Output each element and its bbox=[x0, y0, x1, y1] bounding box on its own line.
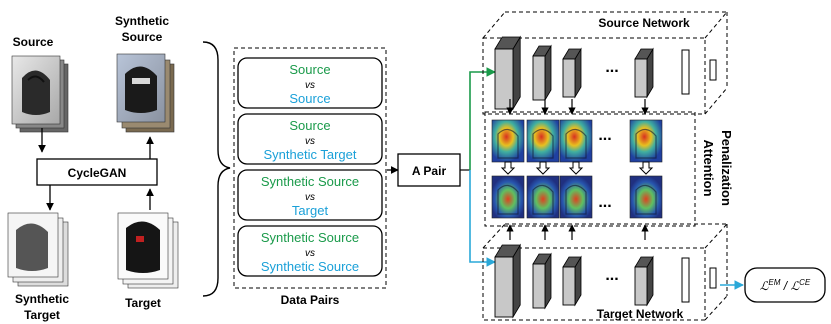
attention-map-target-3 bbox=[559, 175, 593, 219]
source-conv-layer-3 bbox=[562, 47, 582, 99]
attention-ellipsis-bottom: ... bbox=[598, 194, 611, 211]
pair-2-bottom: Synthetic Target bbox=[264, 147, 357, 162]
pair-1-vs: vs bbox=[305, 80, 315, 91]
target-network-box bbox=[482, 223, 728, 321]
data-pairs-caption: Data Pairs bbox=[281, 293, 340, 307]
pair-1-bottom: Source bbox=[289, 91, 330, 106]
attention-map-source-2 bbox=[526, 119, 560, 163]
source-output-layer bbox=[709, 59, 717, 81]
synthetic-source-image-stack bbox=[116, 53, 175, 133]
hollow-down-arrow-4 bbox=[638, 161, 654, 175]
pair-4-bottom: Synthetic Source bbox=[261, 259, 359, 274]
cyan-route-to-target-network bbox=[469, 170, 496, 267]
attention-map-target-2 bbox=[526, 175, 560, 219]
attention-label-line1: Attention bbox=[701, 139, 716, 196]
pair-3-vs: vs bbox=[305, 192, 315, 203]
pair-box-4 bbox=[237, 225, 383, 277]
source-image-stack bbox=[11, 55, 69, 133]
attention-dashed-box bbox=[484, 111, 696, 227]
pair-4-top: Synthetic Source bbox=[261, 230, 359, 245]
target-conv-layer-4 bbox=[634, 255, 654, 307]
loss-label: ℒEM / ℒCE bbox=[760, 278, 811, 293]
source-network-label: Source Network bbox=[598, 16, 690, 30]
green-route-to-source-network bbox=[469, 67, 496, 170]
pair-box-1 bbox=[237, 57, 383, 109]
target-conv-layer-3 bbox=[562, 255, 582, 307]
target-conv-layer-1 bbox=[494, 243, 521, 319]
source-conv-layer-4 bbox=[634, 47, 654, 99]
target-fc-layer bbox=[681, 257, 690, 303]
cyclegan-label: CycleGAN bbox=[68, 166, 127, 180]
synthetic-source-label-line1: Synthetic bbox=[115, 14, 169, 28]
target-network-ellipsis: ... bbox=[605, 267, 618, 284]
source-conv-layer-2 bbox=[532, 44, 552, 102]
attention-map-target-4 bbox=[629, 175, 663, 219]
pair-1-top: Source bbox=[289, 62, 330, 77]
hollow-down-arrow-1 bbox=[500, 161, 516, 175]
hollow-down-arrow-2 bbox=[535, 161, 551, 175]
a-pair-label: A Pair bbox=[412, 164, 447, 178]
pair-3-top: Synthetic Source bbox=[261, 174, 359, 189]
synthetic-target-label-line1: Synthetic bbox=[15, 292, 69, 306]
source-network-ellipsis: ... bbox=[605, 59, 618, 76]
curly-brace bbox=[202, 41, 231, 297]
pair-box-2 bbox=[237, 113, 383, 165]
source-conv-layer-1 bbox=[494, 35, 521, 111]
source-network-box bbox=[482, 11, 728, 115]
target-network-label: Target Network bbox=[597, 307, 684, 321]
target-image-stack bbox=[117, 212, 179, 289]
pair-4-vs: vs bbox=[305, 248, 315, 259]
hollow-down-arrow-3 bbox=[568, 161, 584, 175]
source-label: Source bbox=[13, 35, 54, 49]
pair-box-3 bbox=[237, 169, 383, 221]
synthetic-target-label-line2: Target bbox=[24, 308, 60, 322]
synthetic-target-image-stack bbox=[7, 212, 69, 287]
pair-2-vs: vs bbox=[305, 136, 315, 147]
source-fc-layer bbox=[681, 49, 690, 95]
attention-label-line2: Penalization bbox=[719, 130, 734, 206]
loss-box bbox=[744, 267, 826, 303]
attention-ellipsis-top: ... bbox=[598, 127, 611, 144]
attention-map-source-4 bbox=[629, 119, 663, 163]
target-output-layer bbox=[709, 267, 717, 289]
pair-2-top: Source bbox=[289, 118, 330, 133]
target-conv-layer-2 bbox=[532, 252, 552, 310]
pair-3-bottom: Target bbox=[292, 203, 329, 218]
cyclegan-box bbox=[36, 158, 158, 186]
target-label: Target bbox=[125, 296, 161, 310]
synthetic-source-label-line2: Source bbox=[122, 30, 163, 44]
attention-map-target-1 bbox=[491, 175, 525, 219]
attention-map-source-3 bbox=[559, 119, 593, 163]
attention-map-source-1 bbox=[491, 119, 525, 163]
